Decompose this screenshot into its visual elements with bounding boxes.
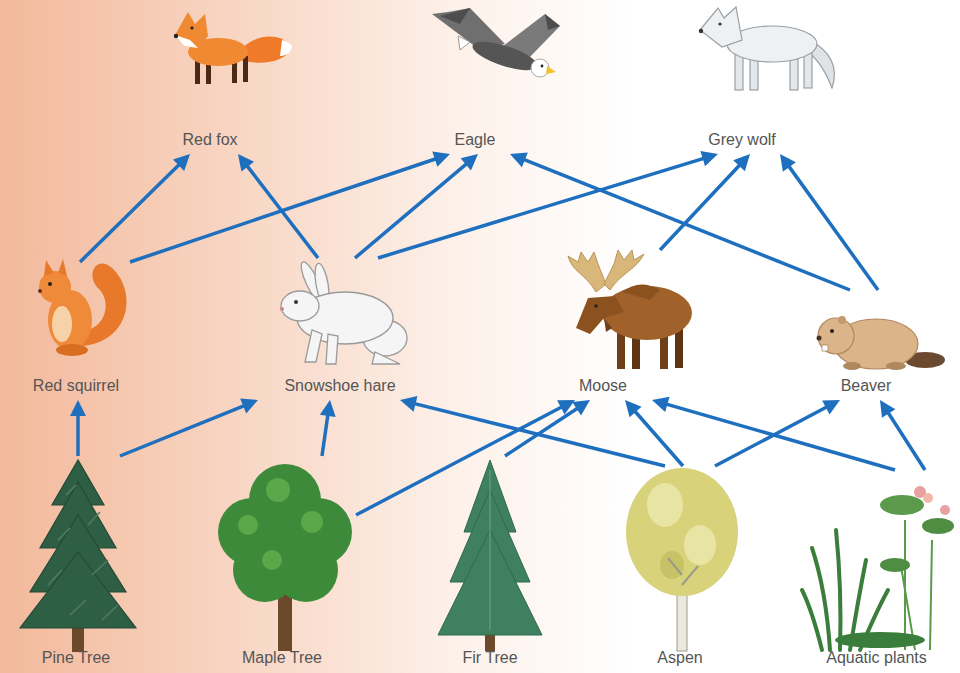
moose-picture xyxy=(568,250,692,369)
arrow-line xyxy=(247,165,318,258)
organism-node: Moose xyxy=(534,250,672,400)
arrow-head xyxy=(572,400,590,415)
arrow-head xyxy=(432,152,450,167)
arrow-head xyxy=(780,154,796,172)
feeding-arrow xyxy=(660,154,750,250)
organism-name: Maple Tree xyxy=(208,648,356,667)
eagle-picture xyxy=(432,8,560,77)
organism-node: Maple Tree xyxy=(208,456,356,672)
organism-name: Fir Tree xyxy=(421,648,559,667)
organism-node: Beaver xyxy=(802,290,930,400)
arrow-head xyxy=(652,397,670,412)
feeding-arrow xyxy=(70,400,86,456)
arrow-line xyxy=(888,412,925,470)
arrow-line xyxy=(80,164,180,262)
arrow-line xyxy=(322,414,328,456)
organism-name: Red squirrel xyxy=(2,376,150,395)
organism-node: Aquatic plants xyxy=(795,470,958,672)
organism-name: Snowshoe hare xyxy=(246,376,434,395)
organism-name: Pine Tree xyxy=(2,648,150,667)
arrow-line xyxy=(788,165,878,290)
aspen-picture xyxy=(626,468,738,651)
beaver-picture xyxy=(817,316,946,370)
organism-node: Fir Tree xyxy=(421,456,559,672)
arrow-line xyxy=(120,405,245,456)
arrow-head xyxy=(320,400,336,417)
arrow-line xyxy=(130,158,437,262)
organism-name: Moose xyxy=(534,376,672,395)
feeding-arrow xyxy=(715,400,840,466)
organism-name: Red fox xyxy=(141,130,279,149)
arrow-head xyxy=(822,400,840,415)
snowshoe-hare-picture xyxy=(280,260,407,364)
arrow-head xyxy=(240,399,258,414)
arrow-head xyxy=(70,400,86,416)
organism-name: Grey wolf xyxy=(668,130,816,149)
arrow-line xyxy=(665,404,895,470)
aquatic-plants-picture xyxy=(802,486,954,650)
feeding-arrow xyxy=(130,152,450,262)
organism-node: Snowshoe hare xyxy=(246,258,434,400)
feeding-arrow xyxy=(120,399,258,456)
organism-node: Aspen xyxy=(611,466,749,672)
organism-name: Beaver xyxy=(802,376,930,395)
organism-name: Eagle xyxy=(401,130,549,149)
pine-tree-picture xyxy=(20,460,136,652)
feeding-arrow xyxy=(320,400,336,456)
organism-name: Aquatic plants xyxy=(795,648,958,667)
arrow-head xyxy=(510,153,528,168)
feeding-arrow xyxy=(780,154,878,290)
arrow-line xyxy=(523,159,850,290)
arrow-line xyxy=(715,407,828,466)
feeding-arrow xyxy=(355,154,478,258)
red-squirrel-picture xyxy=(38,259,127,356)
feeding-arrow xyxy=(652,397,895,470)
organism-node: Red fox xyxy=(141,5,279,154)
arrow-line xyxy=(414,403,665,466)
arrow-head xyxy=(400,396,417,412)
grey-wolf-picture xyxy=(699,7,835,90)
arrow-line xyxy=(76,414,80,456)
feeding-arrow xyxy=(510,153,850,290)
arrow-line xyxy=(505,408,578,456)
arrow-head xyxy=(700,151,718,166)
feeding-arrow xyxy=(880,400,925,470)
arrow-head xyxy=(880,400,895,418)
organism-node: Red squirrel xyxy=(2,262,150,400)
arrow-head xyxy=(625,400,642,417)
arrow-head xyxy=(173,154,190,171)
arrow-head xyxy=(238,154,254,172)
organism-node: Grey wolf xyxy=(668,5,816,154)
arrow-line xyxy=(378,158,705,258)
red-fox-picture xyxy=(174,12,292,84)
organism-node: Eagle xyxy=(401,5,549,154)
feeding-arrow xyxy=(238,154,318,258)
arrow-line xyxy=(660,164,740,250)
arrow-line xyxy=(356,407,563,515)
arrow-line xyxy=(355,163,467,258)
arrow-line xyxy=(634,411,683,466)
organism-name: Aspen xyxy=(611,648,749,667)
maple-tree-picture xyxy=(218,464,352,651)
arrow-head xyxy=(733,154,750,171)
feeding-arrow xyxy=(400,396,665,466)
feeding-arrow xyxy=(625,400,683,466)
arrow-head xyxy=(461,154,478,170)
organism-node: Pine Tree xyxy=(2,456,150,672)
fir-tree-picture xyxy=(438,460,542,651)
